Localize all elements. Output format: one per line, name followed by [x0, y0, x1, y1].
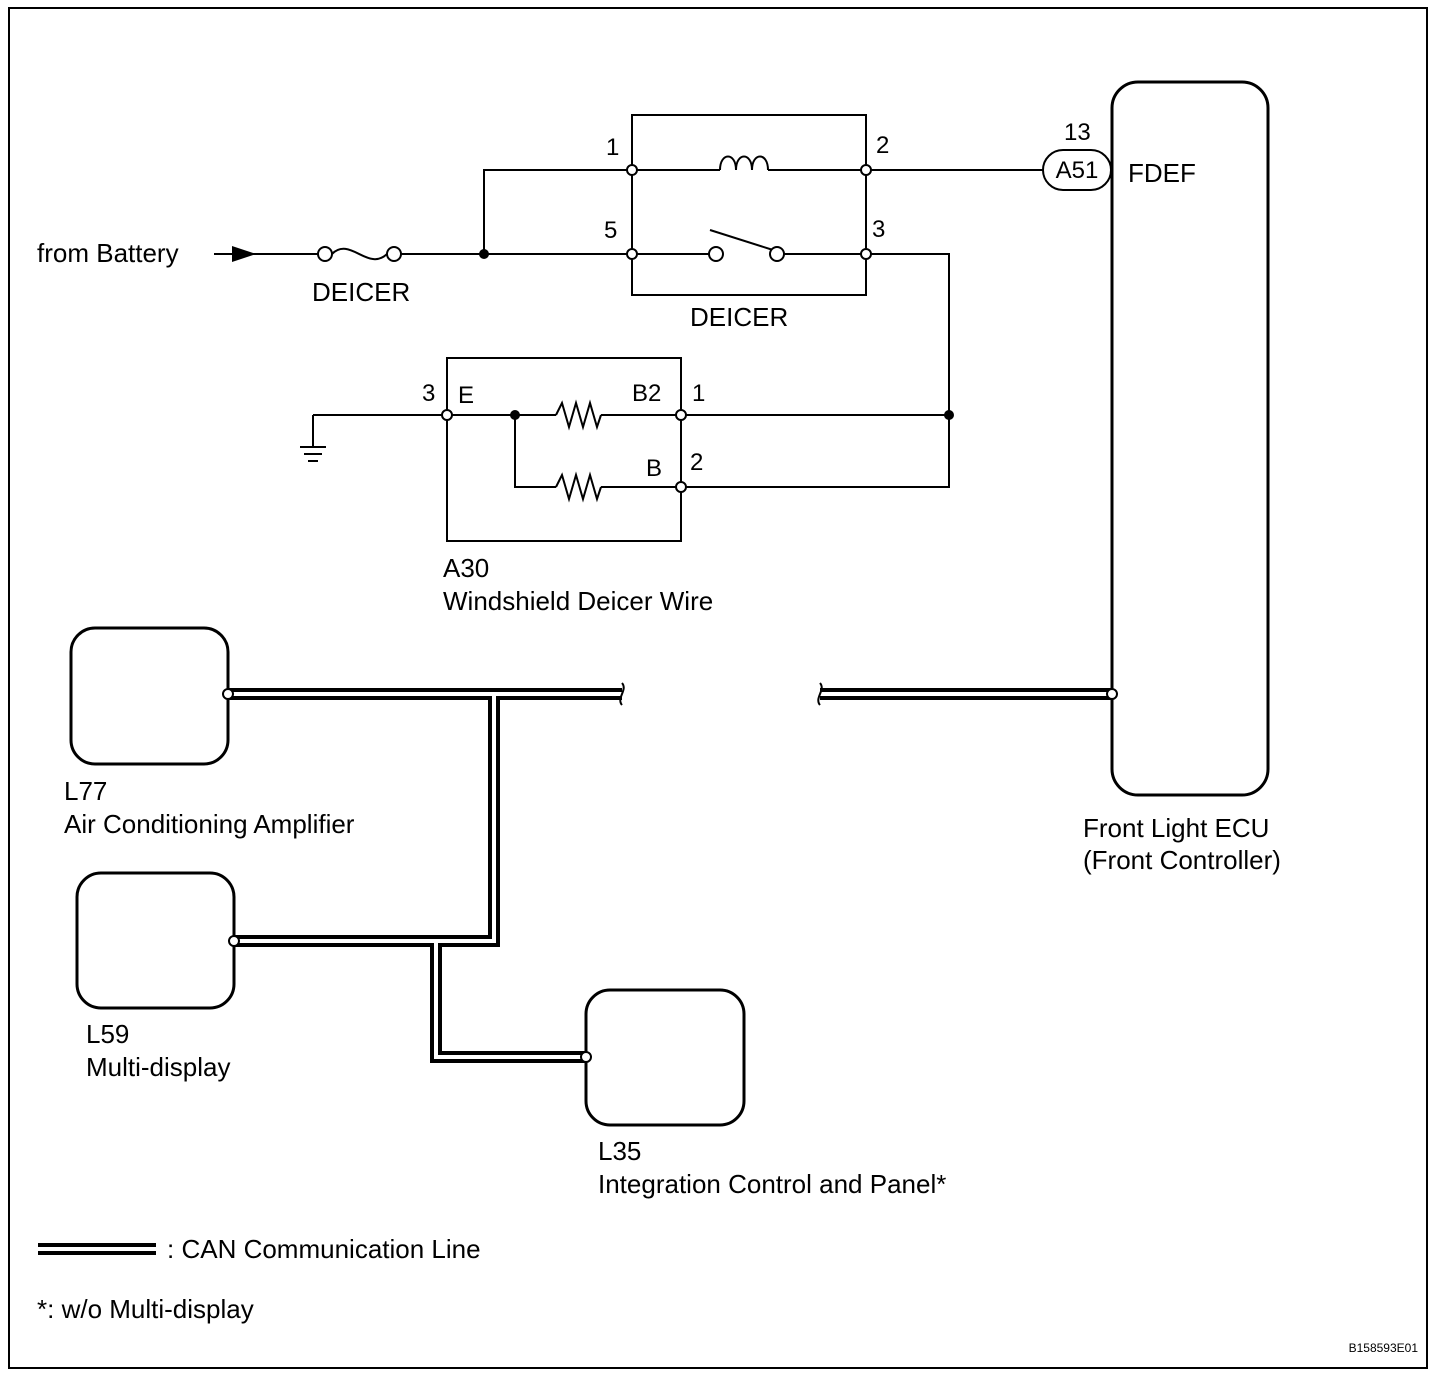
multi-display-box	[75, 871, 236, 1010]
relay-pin-3	[860, 248, 872, 260]
footnote: *: w/o Multi-display	[37, 1294, 254, 1324]
deicer-pin-b2	[675, 409, 687, 421]
deicer-pin-b-number: 2	[690, 449, 703, 476]
ecu-name-line2: (Front Controller)	[1083, 845, 1281, 875]
ecu-name-line1: Front Light ECU	[1083, 813, 1269, 843]
multi-display-terminal	[228, 935, 240, 947]
battery-label: from Battery	[37, 238, 179, 268]
deicer-wire-name: Windshield Deicer Wire	[443, 586, 713, 616]
figure-id: B158593E01	[1349, 1341, 1419, 1355]
integration-panel-box	[584, 988, 746, 1127]
deicer-pin-b2-label: B2	[632, 380, 661, 407]
front-light-ecu-box	[1110, 80, 1270, 797]
relay-label: DEICER	[690, 302, 788, 332]
deicer-pin-e-label: E	[458, 382, 474, 409]
resistor-icon	[555, 471, 602, 503]
relay-pin-5	[626, 248, 638, 260]
connector-code: A51	[1056, 157, 1099, 184]
relay-pin-2-label: 2	[876, 132, 889, 159]
can-bus	[228, 682, 1112, 1063]
ac-amplifier-box	[69, 626, 230, 766]
relay-pin-1-label: 1	[606, 134, 619, 161]
switch-blade-icon	[709, 229, 774, 251]
deicer-pin-b2-number: 1	[692, 380, 705, 407]
switch-contact-icon	[769, 246, 785, 262]
ground-icon	[300, 446, 326, 462]
ecu-signal-label: FDEF	[1128, 158, 1196, 188]
ac-amplifier-code: L77	[64, 776, 107, 806]
relay-coil-icon	[719, 155, 769, 171]
relay-pin-1	[626, 164, 638, 176]
relay-box	[631, 114, 867, 296]
deicer-pin-e-number: 3	[422, 380, 435, 407]
junction-dot	[944, 410, 954, 420]
ac-amplifier-name: Air Conditioning Amplifier	[64, 809, 355, 839]
ecu-pin-number: 13	[1064, 119, 1091, 146]
deicer-pin-b-label: B	[646, 455, 662, 482]
ac-amplifier-terminal	[222, 688, 234, 700]
integration-panel-code: L35	[598, 1136, 641, 1166]
relay-pin-5-label: 5	[604, 217, 617, 244]
multi-display-name: Multi-display	[86, 1052, 231, 1082]
can-line-legend-text: : CAN Communication Line	[167, 1234, 481, 1264]
relay-pin-2	[860, 164, 872, 176]
multi-display-code: L59	[86, 1019, 129, 1049]
fuse-label: DEICER	[312, 277, 410, 307]
deicer-wire-code: A30	[443, 553, 489, 583]
arrow-icon	[232, 246, 256, 262]
switch-contact-icon	[708, 246, 724, 262]
fuse-symbol	[317, 246, 402, 262]
integration-panel-name: Integration Control and Panel*	[598, 1169, 946, 1199]
diagram-frame	[8, 7, 1428, 1369]
deicer-pin-b	[675, 481, 687, 493]
connector-badge	[1042, 149, 1112, 191]
deicer-wire-box	[446, 357, 682, 542]
deicer-pin-e	[441, 409, 453, 421]
relay-pin-3-label: 3	[872, 216, 885, 243]
integration-panel-terminal	[580, 1051, 592, 1063]
ecu-can-terminal	[1106, 688, 1118, 700]
resistor-icon	[555, 399, 602, 431]
